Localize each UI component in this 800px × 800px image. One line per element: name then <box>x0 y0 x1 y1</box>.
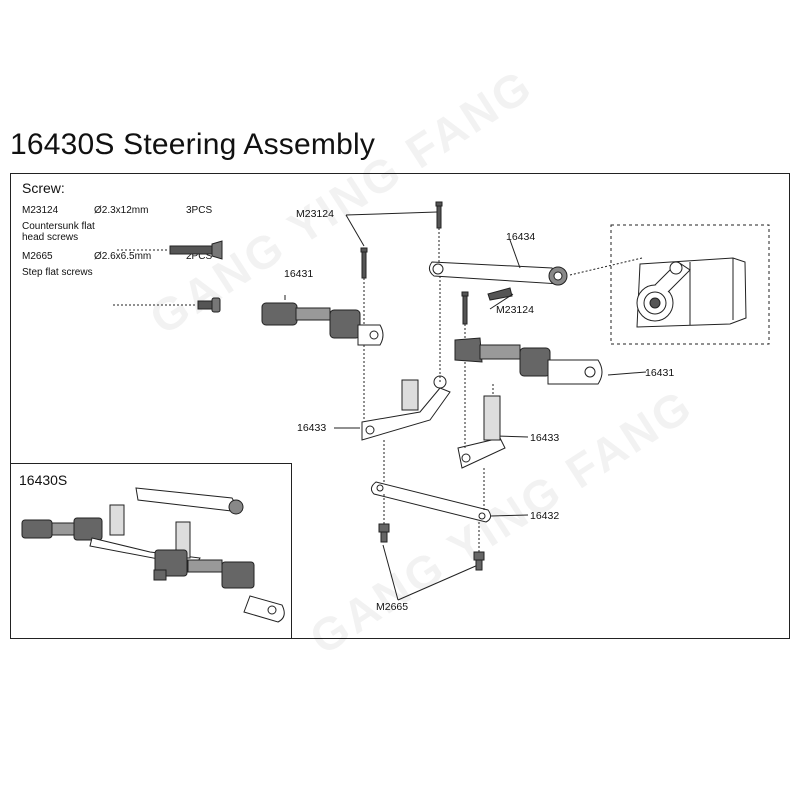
callout-tie-rod-right: 16431 <box>645 367 675 379</box>
step-screw-icon <box>113 297 221 313</box>
screw-row: M23124 Ø2.3x12mm 3PCS <box>22 205 242 221</box>
callout-servo-arm: 16434 <box>506 231 536 243</box>
screw-code: M2665 <box>22 251 53 262</box>
screw-description: Countersunk flat head screws <box>22 221 242 243</box>
screw-description: Step flat screws <box>22 267 242 278</box>
screw-code: M23124 <box>22 205 59 216</box>
screw-heading: Screw: <box>22 180 65 196</box>
screw-desc-line: Countersunk flat <box>22 221 95 232</box>
screw-desc-line: head screws <box>22 232 79 243</box>
servo-icon <box>636 257 747 328</box>
step-screw-icon <box>378 523 485 571</box>
screw-quantity: 3PCS <box>186 205 213 216</box>
bellcrank-right-icon <box>457 395 506 469</box>
page-title: 16430S Steering Assembly <box>10 128 376 161</box>
bellcrank-left-icon <box>361 375 451 441</box>
screw-dimension: Ø2.3x12mm <box>94 205 149 216</box>
callout-bellcrank-left: 16433 <box>297 422 327 434</box>
callout-screw-top: M23124 <box>296 208 334 220</box>
callout-tie-rod-left: 16431 <box>284 268 314 280</box>
screw-desc-line: Step flat screws <box>22 267 93 278</box>
countersunk-screw-icon <box>117 240 223 260</box>
screw-dimension: Ø2.6x6.5mm <box>94 251 152 262</box>
tie-rod-right-icon <box>454 337 603 385</box>
callout-screw-mid: M23124 <box>496 304 534 316</box>
callout-bellcrank-right: 16433 <box>530 432 560 444</box>
servo-arm-icon <box>428 261 568 286</box>
callout-drag-link: 16432 <box>530 510 560 522</box>
inset-label: 16430S <box>19 472 68 488</box>
screw-row: M2665 Ø2.6x6.5mm 2PCS <box>22 251 242 267</box>
screw-legend: Screw: M23124 Ø2.3x12mm 3PCS Countersunk… <box>22 180 242 286</box>
callout-step-screws: M2665 <box>376 601 409 613</box>
drag-link-icon <box>370 481 492 523</box>
diagram-frame <box>10 173 790 639</box>
screw-quantity: 2PCS <box>186 251 213 262</box>
servo-detail-frame <box>610 224 770 345</box>
assembled-steering-icon <box>21 487 285 623</box>
tie-rod-left-icon <box>261 295 384 346</box>
